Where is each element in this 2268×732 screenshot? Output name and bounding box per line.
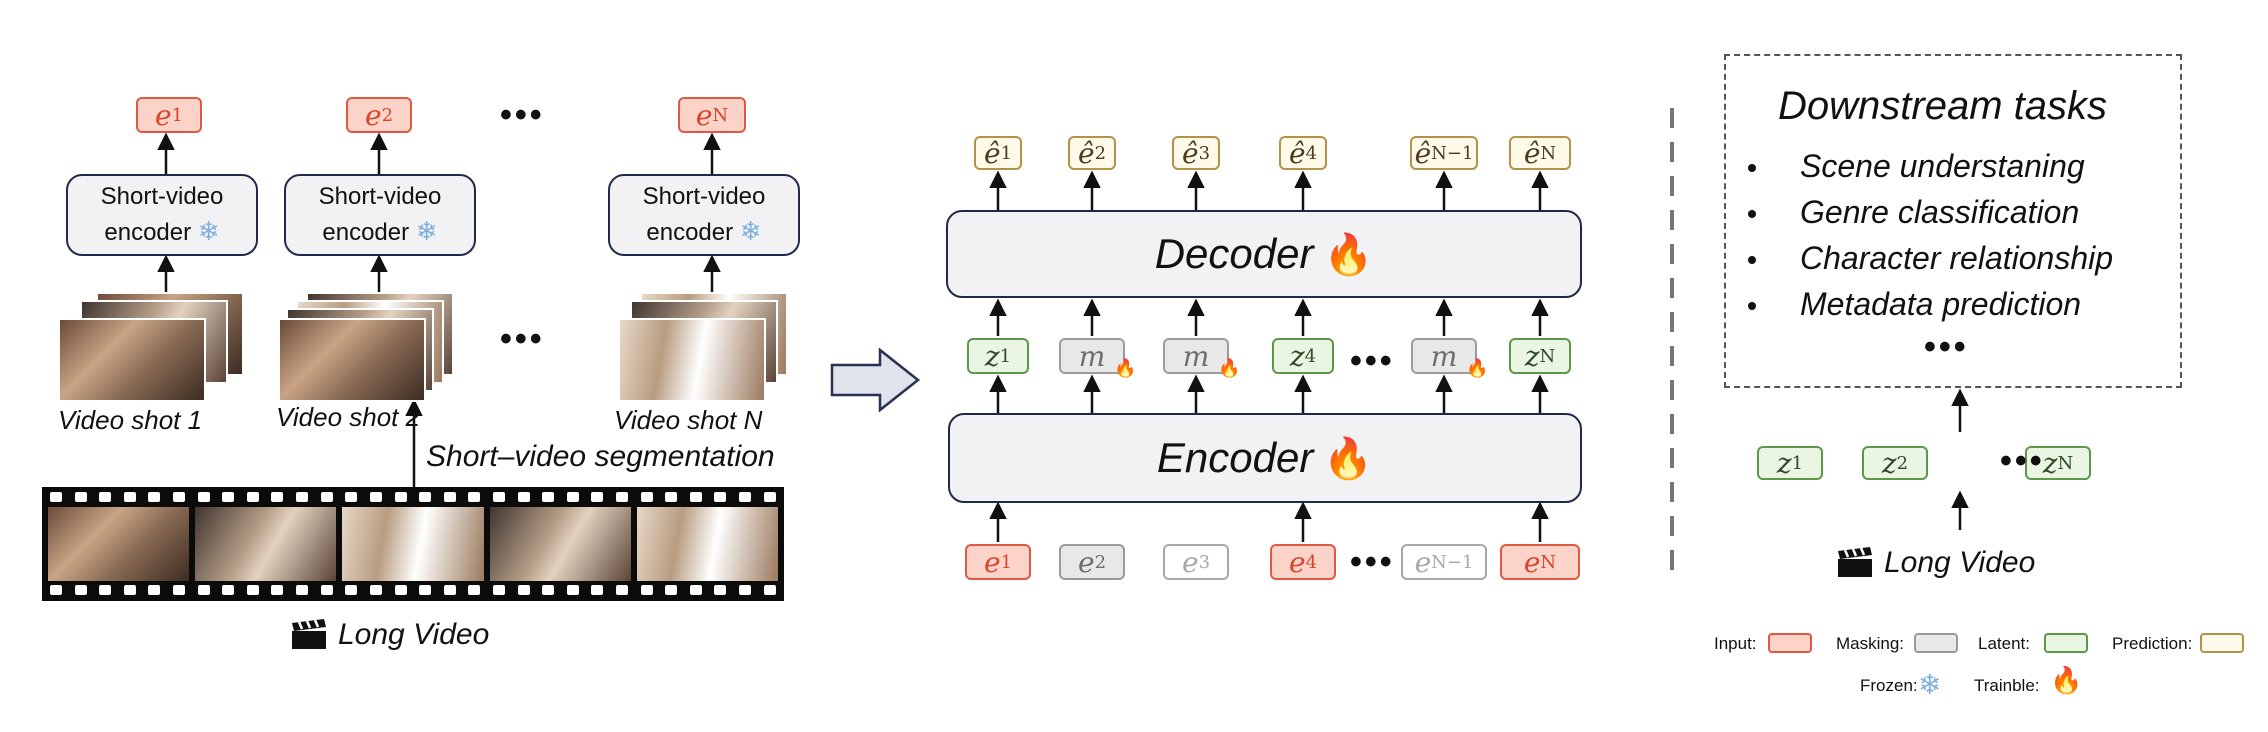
film-frame (489, 507, 631, 581)
snowflake-icon: ❄ (415, 216, 438, 246)
mask-token: m (1411, 338, 1477, 374)
legend-frozen-label: Frozen: (1860, 676, 1918, 695)
legend-trainable-label: Trainble: (1974, 676, 2040, 695)
task-item: Genre classification (1800, 194, 2080, 230)
fire-icon: 🔥 (1323, 232, 1374, 277)
film-frame (195, 507, 337, 581)
downstream-title: Downstream tasks (1778, 84, 2107, 128)
legend-latent-label: Latent: (1978, 634, 2030, 653)
clapperboard-icon (292, 619, 326, 649)
fire-icon: 🔥 (2050, 666, 2083, 696)
left-long-video-caption: Long Video (290, 618, 489, 652)
legend-prediction-label: Prediction: (2112, 634, 2193, 653)
mask-token: m (1059, 338, 1125, 374)
tokens-ellipsis: ••• (500, 96, 545, 134)
task-bullet (1748, 256, 1756, 264)
film-strip (42, 487, 784, 601)
decoder-block: Decoder 🔥 (946, 210, 1582, 298)
snowflake-icon: ❄ (739, 216, 762, 246)
shot-2-caption: Video shot 2 (276, 402, 421, 432)
segmentation-label: Short–video segmentation (426, 440, 775, 473)
right-latent-ellipsis: ••• (2000, 442, 2045, 480)
shot-1-caption: Video shot 1 (58, 405, 203, 435)
task-item: Character relationship (1800, 240, 2114, 276)
mask-token: m (1163, 338, 1229, 374)
fire-icon: 🔥 (1114, 358, 1137, 379)
task-item: Metadata prediction (1800, 286, 2082, 322)
shots-ellipsis: ••• (500, 320, 545, 358)
tasks-more: ••• (1924, 328, 1969, 366)
encoder-block: Encoder 🔥 (948, 413, 1582, 503)
legend-prediction-swatch (2200, 633, 2244, 653)
right-long-video-caption: Long Video (1836, 546, 2035, 580)
film-frame (48, 507, 190, 581)
fire-icon: 🔥 (1323, 436, 1374, 481)
task-bullet (1748, 210, 1756, 218)
legend-input-swatch (1768, 633, 1812, 653)
task-bullet (1748, 302, 1756, 310)
task-bullet (1748, 164, 1756, 172)
input-ellipsis: ••• (1350, 543, 1395, 581)
fire-icon: 🔥 (1466, 358, 1489, 379)
film-frame (636, 507, 779, 581)
legend-latent-swatch (2044, 633, 2088, 653)
clapperboard-icon (1838, 547, 1872, 577)
latent-ellipsis: ••• (1350, 342, 1395, 380)
legend-masking-swatch (1914, 633, 1958, 653)
snowflake-icon: ❄ (1918, 668, 1942, 701)
downstream-tasks-box (1724, 54, 2182, 388)
legend-input-label: Input: (1714, 634, 1757, 653)
fire-icon: 🔥 (1218, 358, 1241, 379)
film-frame (342, 507, 484, 581)
legend-masking-label: Masking: (1836, 634, 1905, 653)
shot-n-caption: Video shot N (614, 405, 763, 435)
snowflake-icon: ❄ (197, 216, 220, 246)
task-item: Scene understaning (1800, 148, 2085, 184)
